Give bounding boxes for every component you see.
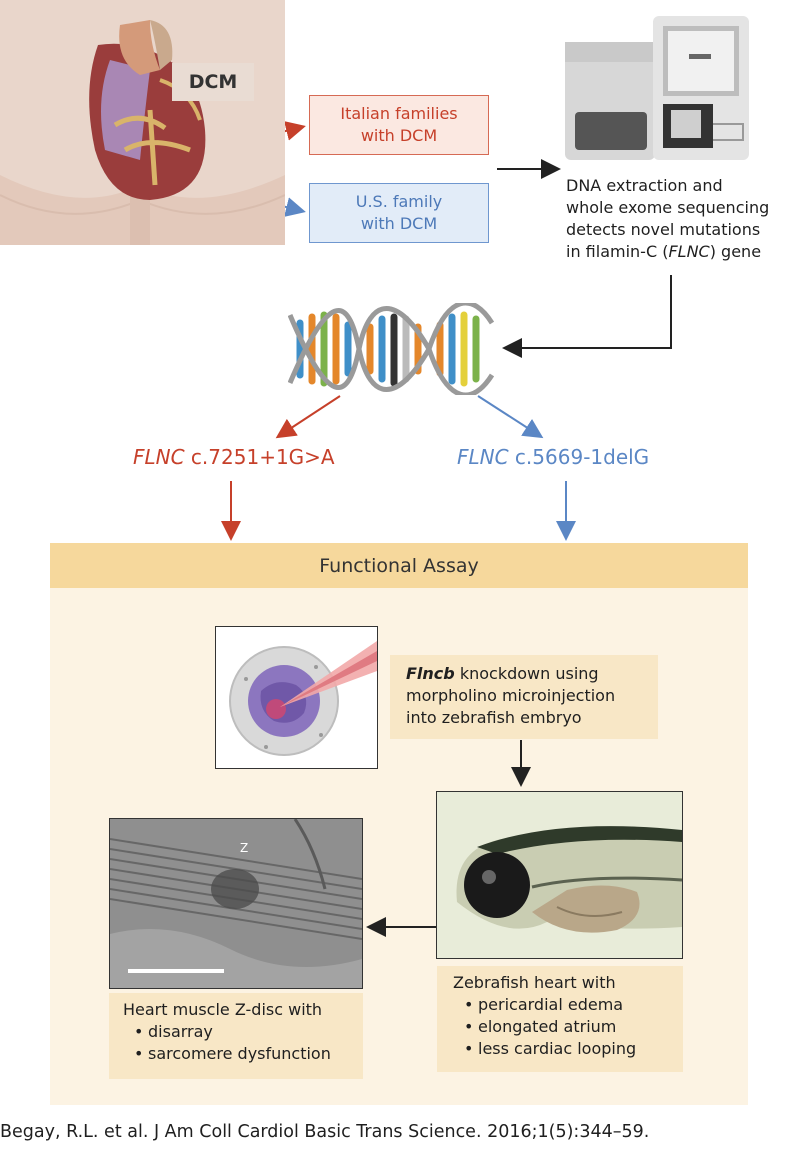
- us-line1: U.S. family: [355, 192, 443, 211]
- zdisc-micrograph-image: Z: [109, 818, 363, 989]
- embryo-injection-image: [215, 626, 378, 769]
- dcm-label: DCM: [172, 63, 254, 101]
- torso-heart-illustration: [0, 0, 285, 245]
- sequencing-line4-gene: FLNC: [668, 242, 710, 261]
- mutation-right: FLNC c.5669-1delG: [457, 445, 649, 469]
- us-line2: with DCM: [360, 214, 438, 233]
- zebrafish-illustration: [437, 792, 682, 958]
- zdisc-caption: Heart muscle Z-disc with disarray sarcom…: [109, 993, 363, 1079]
- mutation-right-variant: c.5669-1delG: [508, 445, 650, 469]
- zdisc-bullets: disarray sarcomere dysfunction: [123, 1021, 353, 1065]
- micrograph-z-label: Z: [240, 841, 249, 855]
- italian-line1: Italian families: [340, 104, 458, 123]
- morpholino-line3: into zebrafish embryo: [406, 708, 582, 727]
- mutation-left-gene: FLNC: [133, 445, 185, 469]
- italian-families-box: Italian families with DCM: [309, 95, 489, 155]
- morpholino-line1: Flncb knockdown using: [406, 663, 648, 685]
- zdisc-title: Heart muscle Z-disc with: [123, 1000, 323, 1019]
- zebrafish-bullet: elongated atrium: [464, 1016, 673, 1038]
- italian-line2: with DCM: [360, 126, 438, 145]
- functional-assay-header: Functional Assay: [50, 543, 748, 588]
- zebrafish-bullet: pericardial edema: [464, 994, 673, 1016]
- morpholino-line2: morpholino microinjection: [406, 686, 616, 705]
- dna-helix-illustration: [288, 303, 494, 395]
- embryo-cell-illustration: [229, 641, 377, 756]
- morpholino-caption: Flncb knockdown using morpholino microin…: [390, 655, 658, 739]
- sequencing-line4-pre: in filamin-C (: [566, 242, 669, 261]
- sequencer-machine-illustration: [565, 16, 749, 160]
- arrow-to-mutation-right: [477, 395, 544, 439]
- zebrafish-caption: Zebrafish heart with pericardial edema e…: [437, 966, 683, 1072]
- mutation-right-gene: FLNC: [457, 445, 509, 469]
- citation: Begay, R.L. et al. J Am Coll Cardiol Bas…: [0, 1122, 650, 1142]
- arrow-to-dna: [502, 275, 672, 358]
- zebrafish-bullet: less cardiac looping: [464, 1038, 673, 1060]
- zdisc-bullet: disarray: [134, 1021, 353, 1043]
- mutation-left: FLNC c.7251+1G>A: [133, 445, 335, 469]
- zebrafish-heart-image: [436, 791, 683, 959]
- zebrafish-title: Zebrafish heart with: [453, 973, 616, 992]
- morpholino-line1-rest: knockdown using: [454, 664, 599, 683]
- sequencing-line1: DNA extraction and: [566, 176, 723, 195]
- micrograph-illustration: [110, 819, 362, 988]
- sequencing-line4: in filamin-C (FLNC) gene: [566, 241, 793, 263]
- morpholino-gene: Flncb: [406, 664, 455, 683]
- sequencing-line2: whole exome sequencing: [566, 198, 770, 217]
- mutation-left-variant: c.7251+1G>A: [184, 445, 335, 469]
- zebrafish-bullets: pericardial edema elongated atrium less …: [453, 994, 673, 1060]
- zdisc-bullet: sarcomere dysfunction: [134, 1043, 353, 1065]
- us-family-box: U.S. family with DCM: [309, 183, 489, 243]
- sequencing-line3: detects novel mutations: [566, 220, 761, 239]
- sequencing-description: DNA extraction and whole exome sequencin…: [566, 175, 793, 263]
- arrow-to-mutation-left: [275, 395, 341, 439]
- sequencing-line4-post: ) gene: [709, 242, 762, 261]
